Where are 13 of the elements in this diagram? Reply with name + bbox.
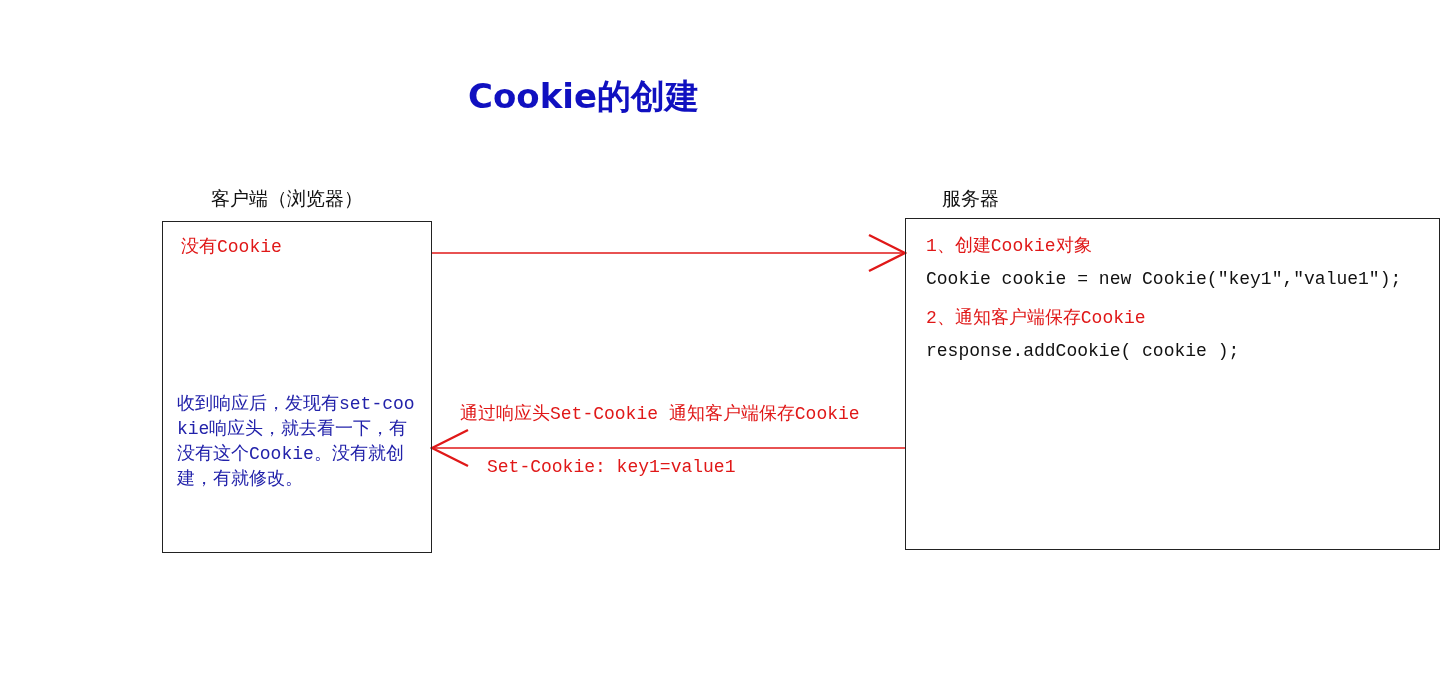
box-text: 收到响应后，发现有set-cookie响应头，就去看一下，有没有这个Cookie。没有就创建，有就修改。 bbox=[177, 393, 416, 491]
box-heading: 服务器 bbox=[942, 188, 999, 212]
box-text: 1、创建Cookie对象 bbox=[926, 235, 1093, 257]
box-text: 2、通知客户端保存Cookie bbox=[926, 307, 1147, 329]
arrow bbox=[431, 233, 907, 273]
box-text: 没有Cookie bbox=[181, 236, 283, 258]
box-heading: 客户端（浏览器） bbox=[211, 188, 363, 212]
code-line: response.addCookie( cookie ); bbox=[926, 341, 1241, 361]
edge-label: 通过响应头Set-Cookie 通知客户端保存Cookie bbox=[458, 401, 862, 425]
diagram-title: Cookie的创建 bbox=[468, 75, 699, 118]
code-line: Cookie cookie = new Cookie("key1","value1"); bbox=[926, 269, 1403, 289]
header-label: Set-Cookie: key1=value1 bbox=[485, 457, 738, 477]
arrow bbox=[430, 428, 906, 468]
